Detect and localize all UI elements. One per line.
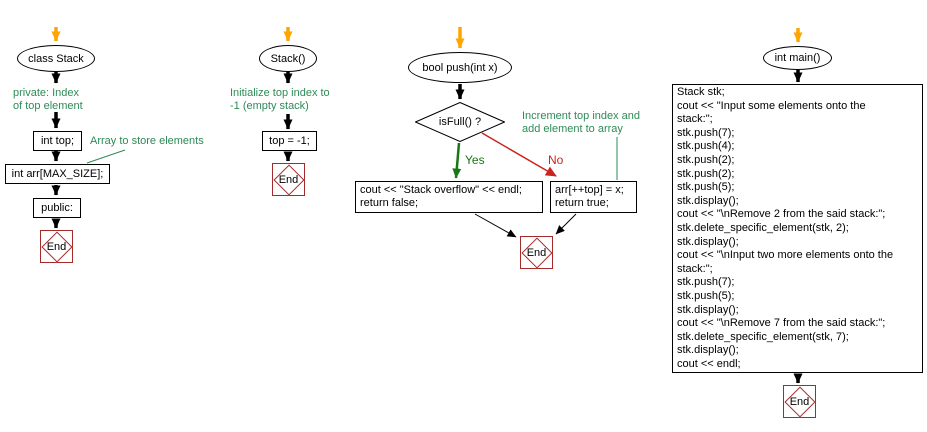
end-label: End	[46, 240, 67, 253]
node-top-assign-label: top = -1;	[269, 135, 310, 147]
edge-chart3-no	[481, 132, 557, 177]
end-node-chart4: End	[783, 385, 816, 418]
node-main-code: Stack stk; cout << "Input some elements …	[672, 84, 923, 373]
edge-chart3-push-end	[555, 213, 577, 235]
comment-private-index: private: Index of top element	[13, 87, 83, 112]
node-stack-overflow: cout << "Stack overflow" << endl; return…	[355, 181, 543, 213]
decision-isfull-label: isFull() ?	[438, 116, 482, 128]
node-public: public:	[33, 198, 81, 218]
comment-array-store: Array to store elements	[90, 135, 204, 147]
node-arr-assign: arr[++top] = x; return true;	[550, 181, 637, 213]
node-class-stack-label: class Stack	[28, 52, 84, 65]
edge-chart3-overflow-end	[474, 213, 517, 238]
leader-line-array-annotation	[86, 149, 126, 164]
node-bool-push: bool push(int x)	[408, 52, 512, 83]
node-int-top-label: int top;	[40, 135, 75, 147]
node-int-arr: int arr[MAX_SIZE];	[5, 164, 110, 184]
node-top-assign: top = -1;	[262, 131, 317, 151]
edge-label-yes: Yes	[465, 153, 485, 167]
comment-increment-top: Increment top index and add element to a…	[522, 110, 641, 135]
node-int-main-label: int main()	[774, 52, 821, 64]
node-int-top: int top;	[33, 131, 82, 151]
node-int-arr-label: int arr[MAX_SIZE];	[11, 168, 104, 180]
comment-initialize-top: Initialize top index to -1 (empty stack)	[230, 87, 330, 112]
node-public-label: public:	[41, 202, 73, 214]
end-label: End	[278, 173, 299, 186]
decision-isfull: isFull() ?	[415, 102, 505, 142]
end-label: End	[789, 395, 810, 408]
edge-chart3-yes	[452, 142, 462, 179]
node-int-main: int main()	[763, 46, 832, 70]
decision-diamond-icon	[415, 102, 505, 142]
end-node-chart1: End	[40, 230, 73, 263]
node-stack-constructor-label: Stack()	[270, 52, 306, 65]
edge-label-no: No	[548, 153, 564, 167]
end-label: End	[526, 246, 547, 259]
end-node-chart3: End	[520, 236, 553, 269]
node-class-stack: class Stack	[17, 45, 95, 72]
end-node-chart2: End	[272, 163, 305, 196]
node-stack-constructor: Stack()	[259, 45, 317, 72]
node-bool-push-label: bool push(int x)	[422, 61, 498, 74]
